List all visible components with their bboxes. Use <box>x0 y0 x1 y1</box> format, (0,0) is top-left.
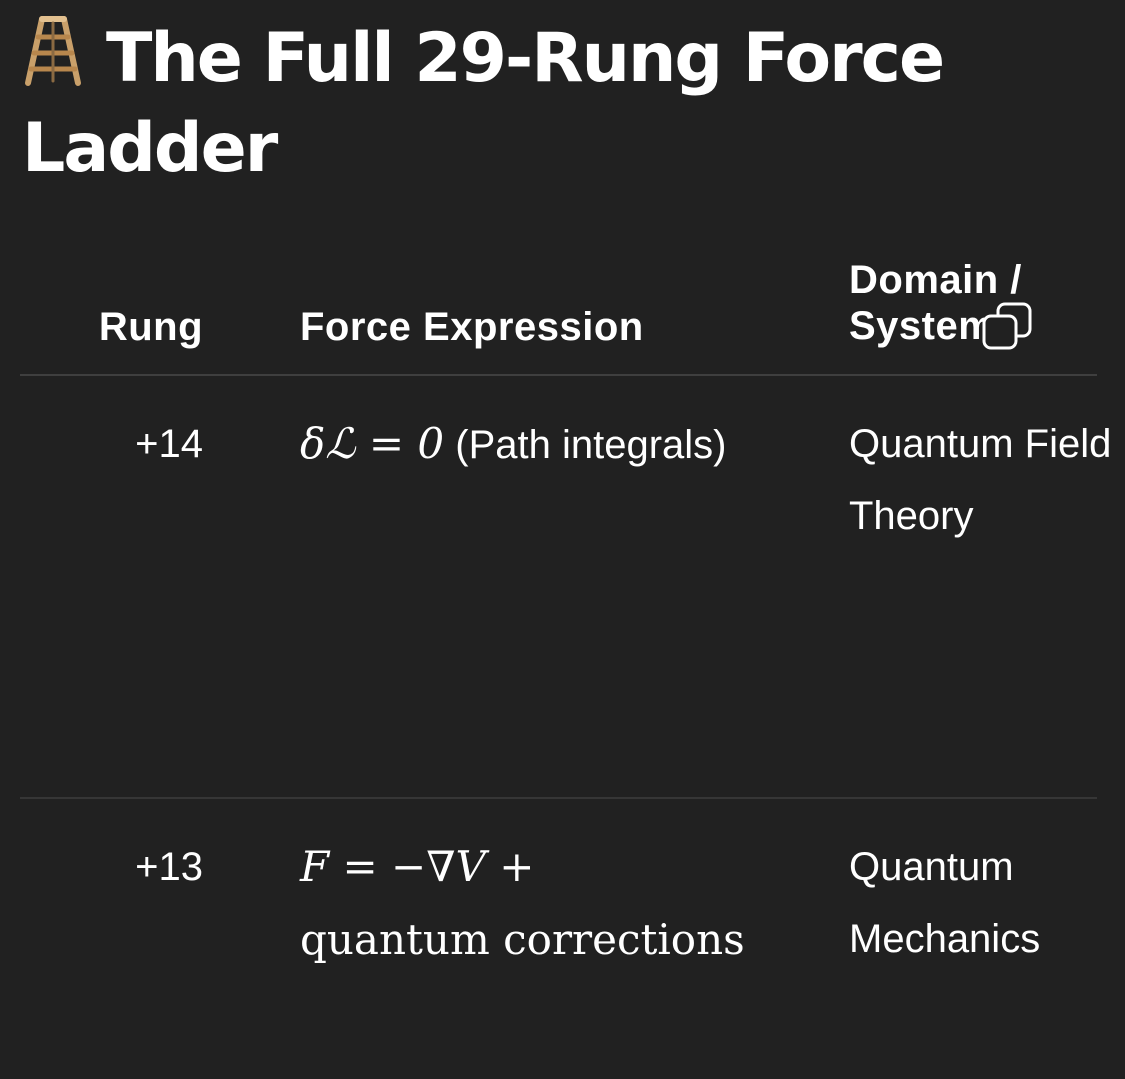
force-note: quantum corrections <box>300 915 745 964</box>
table-row-force-expression: δℒ = 0 (Path integrals) <box>300 408 820 481</box>
column-header-domain-system: Domain / System <box>849 258 1022 348</box>
page-title-text: The Full 29-Rung Force Ladder <box>22 19 945 188</box>
table-row-rung: +13 <box>135 845 203 889</box>
column-header-force-expression: Force Expression <box>300 305 644 349</box>
ladder-icon <box>25 16 81 86</box>
force-math: δℒ = 0 <box>300 419 445 468</box>
row-divider <box>20 797 1097 799</box>
force-note: (Path integrals) <box>444 423 727 467</box>
table-row-domain: Quantum Field Theory <box>849 422 1112 538</box>
copy-icon[interactable] <box>980 296 1034 350</box>
header-divider <box>20 374 1097 376</box>
page-title: The Full 29-Rung Force Ladder <box>22 14 1022 194</box>
table-row-force-expression: F = −∇V + quantum corrections <box>300 831 820 977</box>
force-math: F = −∇V + <box>300 842 535 891</box>
table-row-rung: +14 <box>135 422 203 466</box>
table-row-domain: Quantum Mechanics <box>849 845 1041 961</box>
column-header-rung: Rung <box>98 305 203 349</box>
